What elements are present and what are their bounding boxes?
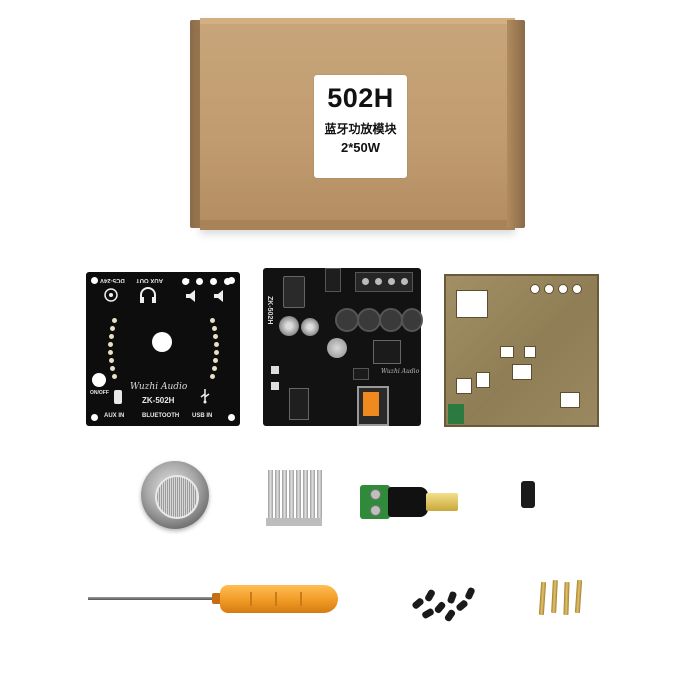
power-label: DC5-24V: [100, 277, 125, 283]
box-label-power: 2*50W: [340, 140, 381, 155]
inductor: [357, 308, 381, 332]
cover-cutout: [524, 346, 536, 358]
speaker-icon: [212, 289, 230, 303]
dc-plug-icon: [100, 286, 122, 304]
knob-hole: [152, 332, 172, 352]
mount-hole: [228, 277, 235, 284]
volume-potentiometer: [327, 338, 347, 358]
aux-in-jack: [289, 388, 309, 420]
usb-icon: [198, 388, 212, 404]
box-label: 502H 蓝牙功放模块 2*50W: [314, 75, 407, 178]
dc-input-jack: [283, 276, 305, 308]
speaker-terminal-group: [178, 276, 236, 304]
heatsink: [266, 470, 322, 526]
led-meter-left: [104, 318, 124, 379]
box-label-description: 蓝牙功放模块: [324, 122, 397, 136]
cover-cutout: [456, 378, 472, 394]
speaker-terminal-block: [355, 272, 413, 292]
box-edge-top: [200, 18, 515, 24]
inductor: [335, 308, 359, 332]
cover-cutout: [560, 392, 580, 408]
switch-label: ON/OFF: [90, 390, 109, 396]
chip: [353, 368, 369, 380]
inductor: [401, 308, 423, 332]
cover-cutout: [456, 290, 488, 318]
led-meter-right: [204, 318, 224, 379]
acrylic-cover: [444, 274, 599, 427]
cover-hole: [530, 284, 540, 294]
mount-hole: [228, 414, 235, 421]
aux-in-port: [114, 390, 122, 404]
box-edge-bottom: [200, 220, 515, 230]
model-label: ZK-502H: [142, 396, 175, 405]
ferrite-bead: [521, 481, 535, 508]
dc-power-adapter: [360, 481, 460, 523]
capacitor: [301, 318, 319, 336]
aux-out-jack: [325, 268, 341, 292]
screwdriver: [88, 581, 338, 617]
amplifier-board: ZK-502H Wuzhi Audio: [263, 268, 423, 426]
product-box: 502H 蓝牙功放模块 2*50W: [190, 18, 525, 230]
power-switch-hole: [92, 373, 106, 387]
brass-standoffs: [538, 579, 584, 616]
cover-hole: [558, 284, 568, 294]
bluetooth-label: BLUETOOTH: [142, 413, 180, 419]
cover-hole: [544, 284, 554, 294]
amplifier-chip: [373, 340, 401, 364]
cover-cutout: [500, 346, 514, 358]
mount-hole: [91, 414, 98, 421]
pcb-model-label: ZK-502H: [266, 296, 273, 325]
volume-knob: [141, 461, 209, 529]
inductor: [379, 308, 403, 332]
front-panel: DC5-24V AUX OUT L R ON/OFF Wuz: [86, 272, 240, 426]
box-flap-right: [507, 20, 525, 228]
capacitor: [279, 316, 299, 336]
mounting-screws: [410, 586, 478, 623]
aux-out-label: AUX OUT: [136, 277, 163, 283]
screw-terminal: [360, 485, 390, 519]
headphone-icon: [138, 286, 158, 304]
box-label-model: 502H: [327, 83, 394, 113]
cover-film-corner: [448, 404, 464, 424]
cover-cutout: [512, 364, 532, 380]
speaker-icon: [184, 289, 202, 303]
usb-in-label: USB IN: [192, 413, 213, 419]
mount-hole: [91, 277, 98, 284]
aux-in-label: AUX IN: [104, 413, 125, 419]
cover-hole: [572, 284, 582, 294]
brand-label: Wuzhi Audio: [130, 382, 188, 392]
cover-cutout: [476, 372, 490, 388]
pcb-brand-label: Wuzhi Audio: [381, 368, 420, 375]
led: [271, 366, 279, 374]
usb-port: [357, 386, 389, 426]
led: [271, 382, 279, 390]
